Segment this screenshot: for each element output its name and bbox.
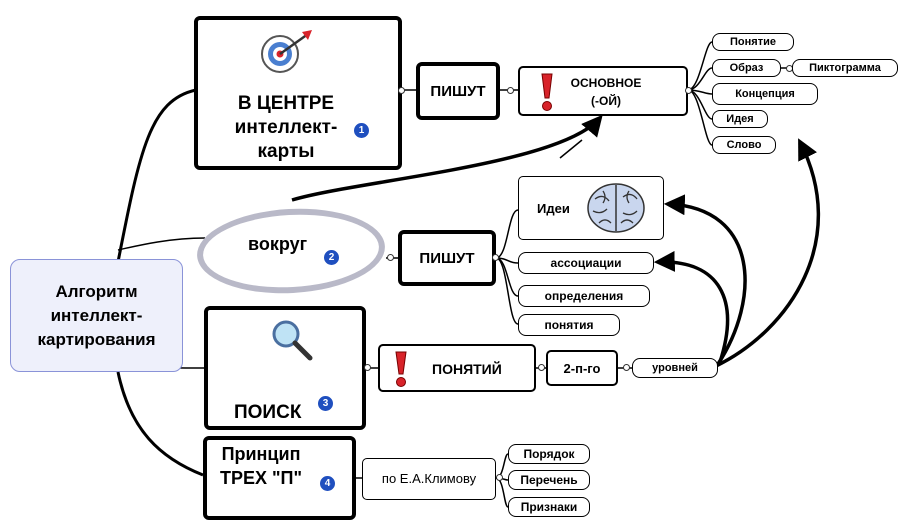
root-label: Алгоритм интеллект-картирования bbox=[37, 281, 156, 349]
connector-dot bbox=[538, 364, 545, 371]
center-main-node[interactable]: ОСНОВНОЕ (-ОЙ) bbox=[518, 66, 688, 116]
search-concepts-node[interactable]: ПОНЯТИЙ bbox=[378, 344, 536, 392]
search-level-node[interactable]: 2-п-го bbox=[546, 350, 618, 386]
center-item-word[interactable]: Слово bbox=[712, 136, 776, 154]
connector-dot bbox=[685, 87, 692, 94]
around-writes-label: ПИШУТ bbox=[419, 249, 475, 267]
around-ideas-label: Идеи bbox=[537, 201, 570, 216]
principle-by-node[interactable]: по Е.А.Климову bbox=[362, 458, 496, 500]
around-item-definitions[interactable]: определения bbox=[518, 285, 650, 307]
search-concepts-label: ПОНЯТИЙ bbox=[432, 361, 502, 377]
exclamation-icon bbox=[392, 350, 410, 393]
root-node[interactable]: Алгоритм интеллект-картирования bbox=[10, 259, 183, 372]
center-node[interactable]: В ЦЕНТРЕ интеллект-карты 1 bbox=[194, 16, 402, 170]
badge-4: 4 bbox=[320, 476, 335, 491]
principle-node[interactable]: Принцип ТРЕХ "П" 4 bbox=[203, 436, 356, 520]
badge-1: 1 bbox=[354, 123, 369, 138]
principle-by-label: по Е.А.Климову bbox=[381, 471, 477, 486]
principle-title: Принцип ТРЕХ "П" bbox=[219, 444, 303, 488]
center-main-label: ОСНОВНОЕ (-ОЙ) bbox=[570, 76, 642, 108]
center-title: В ЦЕНТРЕ интеллект-карты bbox=[234, 93, 338, 162]
exclamation-icon bbox=[538, 72, 556, 117]
connector-dot bbox=[623, 364, 630, 371]
search-levels-node[interactable]: уровней bbox=[632, 358, 718, 378]
around-title: вокруг bbox=[248, 234, 308, 254]
connector-dot bbox=[364, 364, 371, 371]
center-item-conception[interactable]: Концепция bbox=[712, 83, 818, 105]
badge-3: 3 bbox=[318, 396, 333, 411]
principle-item-list[interactable]: Перечень bbox=[508, 470, 590, 490]
target-dart-icon bbox=[258, 28, 314, 76]
search-level-label: 2-п-го bbox=[563, 360, 601, 376]
center-item-concept[interactable]: Понятие bbox=[712, 33, 794, 51]
principle-item-order[interactable]: Порядок bbox=[508, 444, 590, 464]
brain-icon bbox=[585, 181, 647, 242]
connector-dot bbox=[387, 254, 394, 261]
search-title: ПОИСК bbox=[234, 402, 302, 423]
magnifier-icon bbox=[270, 318, 314, 367]
center-writes-label: ПИШУТ bbox=[430, 82, 486, 100]
around-ideas-node[interactable]: Идеи bbox=[518, 176, 664, 240]
principle-item-signs[interactable]: Признаки bbox=[508, 497, 590, 517]
around-item-concepts[interactable]: понятия bbox=[518, 314, 620, 336]
connector-dot bbox=[496, 474, 503, 481]
around-item-associations[interactable]: ассоциации bbox=[518, 252, 654, 274]
center-subitem-pictogram[interactable]: Пиктограмма bbox=[792, 59, 898, 77]
connector-dot bbox=[507, 87, 514, 94]
center-writes-node[interactable]: ПИШУТ bbox=[416, 62, 500, 120]
center-item-idea[interactable]: Идея bbox=[712, 110, 768, 128]
connector-dot bbox=[398, 87, 405, 94]
search-node[interactable]: ПОИСК 3 bbox=[204, 306, 366, 430]
center-item-image[interactable]: Образ bbox=[712, 59, 781, 77]
around-writes-node[interactable]: ПИШУТ bbox=[398, 230, 496, 286]
connector-dot bbox=[492, 254, 499, 261]
badge-2: 2 bbox=[324, 250, 339, 265]
